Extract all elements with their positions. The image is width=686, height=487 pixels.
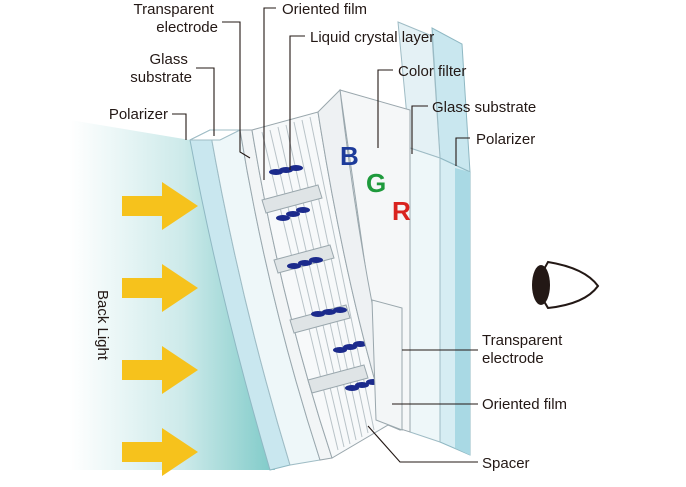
leader-spacer — [367, 425, 478, 463]
filter-g-text: G — [366, 168, 386, 198]
label-spacer: Spacer — [482, 455, 530, 472]
filter-b-text: B — [340, 141, 359, 171]
label-glass-substrate-right: Glass substrate — [432, 99, 536, 116]
label-oriented-film-bottom: Oriented film — [482, 396, 567, 413]
label-liquid-crystal-layer: Liquid crystal layer — [310, 29, 434, 46]
back-light-label: Back Light — [94, 290, 111, 361]
rear-polarizer — [431, 27, 471, 456]
eye-icon — [532, 260, 600, 310]
label-color-filter: Color filter — [398, 63, 466, 80]
label-polarizer-right: Polarizer — [476, 131, 535, 148]
label-polarizer-left: Polarizer — [109, 106, 168, 123]
leader-liquid-crystal — [289, 35, 305, 170]
leader-oriented-film-top — [263, 7, 276, 180]
rear-electrode-film — [317, 88, 403, 431]
label-oriented-film-top: Oriented film — [282, 1, 367, 18]
leader-polarizer-right — [455, 137, 470, 166]
label-glass-substrate-left: Glass substrate — [130, 51, 192, 86]
leader-glass-right — [411, 105, 428, 154]
leader-glass-left — [196, 67, 215, 136]
leader-color-filter — [377, 69, 393, 148]
label-transparent-electrode-top: Transparent electrode — [134, 1, 219, 36]
leader-polarizer-left — [172, 113, 187, 140]
filter-r-text: R — [392, 196, 411, 226]
arrow-right-icon — [122, 182, 198, 476]
label-transparent-electrode-bottom: Transparent electrode — [482, 332, 567, 367]
leader-transparent-electrode-top — [222, 21, 251, 159]
